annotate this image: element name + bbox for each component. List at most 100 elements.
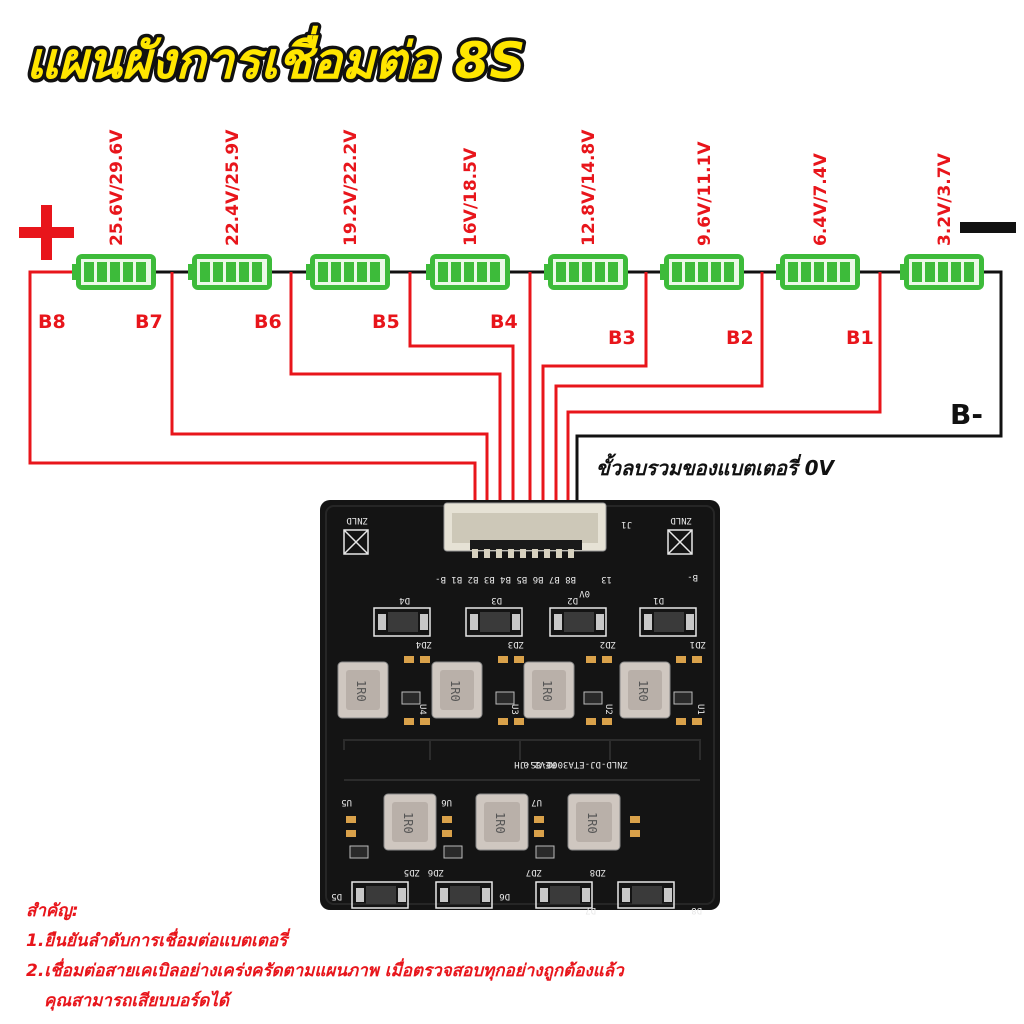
- svg-text:ZD4: ZD4: [416, 639, 432, 649]
- svg-text:D8: D8: [691, 905, 702, 915]
- zero-v-label: ขั้วลบรวมของแบตเตอรี่ 0V: [596, 453, 835, 480]
- svg-text:1R0: 1R0: [636, 680, 650, 702]
- wire-b3: [541, 272, 648, 540]
- wire-label-b7: B7: [135, 311, 163, 333]
- notes-line-3: คุณสามารถเสียบบอร์ดได้: [44, 991, 229, 1011]
- svg-text:U1: U1: [695, 704, 705, 715]
- pin-13-label: 13: [601, 574, 612, 584]
- wire-label-b3: B3: [608, 327, 636, 349]
- diodes-bottom-row: [351, 881, 675, 909]
- brand-logo-left: ZNLD: [343, 515, 369, 555]
- wire-b1: [566, 272, 882, 540]
- wire-label-b2: B2: [726, 327, 754, 349]
- plus-icon: [19, 205, 74, 260]
- brand-logo-right: ZNLD: [667, 515, 693, 555]
- svg-text:U6: U6: [441, 797, 452, 807]
- notes-heading: สำคัญ:: [26, 901, 79, 921]
- board-model: ZNLD-DJ-ETA3000-8S-JH: [514, 759, 628, 769]
- battery-cell-b4: [544, 254, 628, 290]
- svg-text:1R0: 1R0: [401, 812, 415, 834]
- u-labels-top: U1 U2 U3 U4: [417, 704, 705, 715]
- battery-cell-b7: [188, 254, 272, 290]
- diodes-top-row: [373, 607, 697, 637]
- svg-text:ZD5: ZD5: [404, 867, 420, 877]
- b-minus-label: B-: [950, 398, 983, 431]
- minus-icon: [960, 222, 1016, 233]
- diode-labels-bottom: D5 D6 D7 D8: [331, 891, 702, 915]
- svg-text:U3: U3: [509, 704, 519, 715]
- svg-text:U2: U2: [603, 704, 613, 715]
- svg-text:ZD2: ZD2: [600, 639, 616, 649]
- battery-cell-b3: [660, 254, 744, 290]
- svg-text:ZD6: ZD6: [428, 867, 444, 877]
- battery-cell-b5: [426, 254, 510, 290]
- balance-wires: [28, 272, 882, 540]
- voltage-label-b7: 22.4V/25.9V: [223, 129, 243, 246]
- battery-cells: [72, 254, 984, 290]
- svg-text:D2: D2: [567, 595, 578, 605]
- series-links: [156, 270, 1003, 540]
- connector-id: J1: [621, 519, 632, 529]
- svg-text:D1: D1: [653, 595, 664, 605]
- board-rev: REV2.0: [523, 759, 556, 769]
- smd-components-bottom: [346, 816, 640, 859]
- svg-text:ZD1: ZD1: [690, 639, 706, 649]
- wire-label-b4: B4: [490, 311, 518, 333]
- b8-positive-wire: [28, 270, 76, 450]
- connector-j1: [443, 502, 607, 558]
- voltage-labels: 25.6V/29.6V 22.4V/25.9V 19.2V/22.2V 16V/…: [107, 129, 955, 246]
- svg-text:ZD3: ZD3: [508, 639, 524, 649]
- wire-b2: [554, 272, 764, 540]
- svg-text:U4: U4: [417, 704, 427, 715]
- voltage-label-b2: 6.4V/7.4V: [811, 152, 831, 246]
- voltage-label-b5: 16V/18.5V: [461, 147, 481, 246]
- inductors-bottom-row: [383, 793, 621, 851]
- pin-0v-label: 0V: [579, 588, 590, 598]
- svg-text:1R0: 1R0: [585, 812, 599, 834]
- inductor-labels-bottom: 1R0 1R0 1R0: [401, 812, 599, 834]
- svg-text:1R0: 1R0: [448, 680, 462, 702]
- svg-text:1R0: 1R0: [493, 812, 507, 834]
- pin-labels: B8 B7 B6 B5 B4 B3 B2 B1 B-: [435, 574, 576, 584]
- wire-labels: B8 B7 B6 B5 B4 B3 B2 B1: [38, 311, 874, 349]
- voltage-label-b3: 9.6V/11.1V: [695, 141, 715, 246]
- board-traces: [343, 739, 701, 781]
- smd-components-top: [401, 656, 702, 725]
- balancer-board: J1 B8 B7 B6 B5 B4 B3 B2 B1 B- 13 0V B- Z…: [320, 500, 720, 915]
- brand-right-text: ZNLD: [670, 515, 692, 525]
- brand-left-text: ZNLD: [346, 515, 368, 525]
- wire-label-b1: B1: [846, 327, 874, 349]
- battery-cell-b8: [72, 254, 156, 290]
- svg-text:1R0: 1R0: [354, 680, 368, 702]
- svg-text:ZD8: ZD8: [590, 867, 606, 877]
- svg-text:U7: U7: [531, 797, 542, 807]
- voltage-label-b6: 19.2V/22.2V: [341, 129, 361, 246]
- wire-b5: [408, 272, 515, 540]
- svg-text:D6: D6: [499, 891, 510, 901]
- inductor-labels-top: 1R0 1R0 1R0 1R0: [354, 680, 650, 702]
- svg-text:1R0: 1R0: [540, 680, 554, 702]
- inductors-top-row: [337, 661, 671, 719]
- diode-labels-top: D1 D2 D3 D4: [399, 595, 664, 605]
- voltage-label-b4: 12.8V/14.8V: [579, 129, 599, 246]
- wire-b6: [289, 272, 502, 540]
- notes-line-2: 2.เชื่อมต่อสายเคเบิลอย่างเคร่งครัดตามแผน…: [26, 961, 624, 981]
- page-title: แผนผังการเชื่อมต่อ 8S: [26, 25, 525, 90]
- voltage-label-b8: 25.6V/29.6V: [107, 129, 127, 246]
- svg-text:U5: U5: [341, 797, 352, 807]
- voltage-label-b1: 3.2V/3.7V: [935, 152, 955, 246]
- battery-cell-b2: [776, 254, 860, 290]
- pin-bminus-label: B-: [687, 572, 698, 582]
- svg-text:ZD7: ZD7: [526, 867, 542, 877]
- wire-b7: [170, 272, 489, 540]
- svg-text:D4: D4: [399, 595, 410, 605]
- zener-labels-top: ZD1 ZD2 ZD3 ZD4: [416, 639, 706, 649]
- svg-text:D3: D3: [491, 595, 502, 605]
- svg-text:D5: D5: [331, 891, 342, 901]
- battery-cell-b6: [306, 254, 390, 290]
- wire-label-b6: B6: [254, 311, 282, 333]
- u-labels-bottom: U5 U6 U7: [341, 797, 542, 807]
- svg-text:D7: D7: [585, 905, 596, 915]
- battery-cell-b1: [900, 254, 984, 290]
